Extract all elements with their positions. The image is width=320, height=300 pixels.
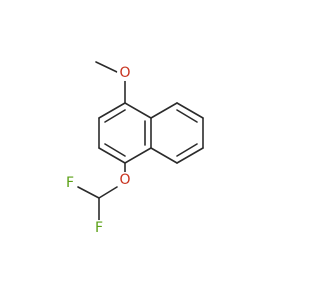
ring-bond — [98, 102, 126, 119]
atom-o-ether: O — [117, 172, 133, 188]
atom-f-top: F — [62, 175, 78, 191]
atom-f-bottom: F — [91, 220, 107, 236]
ring-double-bond — [104, 143, 126, 157]
atom-o-methoxy: O — [117, 65, 133, 81]
ring-bond — [98, 147, 126, 164]
ring-double-bond — [176, 143, 198, 157]
molecule-structure: O O F F — [62, 61, 204, 236]
atom-label-f-top: F — [66, 175, 74, 191]
atom-label-o-ether: O — [119, 172, 130, 188]
atom-label-f-bottom: F — [95, 220, 103, 236]
ring-bond — [150, 147, 178, 164]
atom-label-o-methoxy: O — [119, 65, 130, 81]
ring-bond — [150, 102, 178, 119]
methyl-bond — [95, 61, 118, 73]
ether-carbon-bond — [98, 186, 118, 199]
ring-double-bond — [176, 109, 198, 123]
ring-bond — [176, 102, 204, 119]
ring-double-bond — [104, 109, 126, 123]
carbon-fluorine-bond — [77, 186, 100, 199]
ring-bond — [124, 147, 152, 164]
ring-bond — [124, 102, 152, 119]
ring-bond — [176, 147, 204, 164]
